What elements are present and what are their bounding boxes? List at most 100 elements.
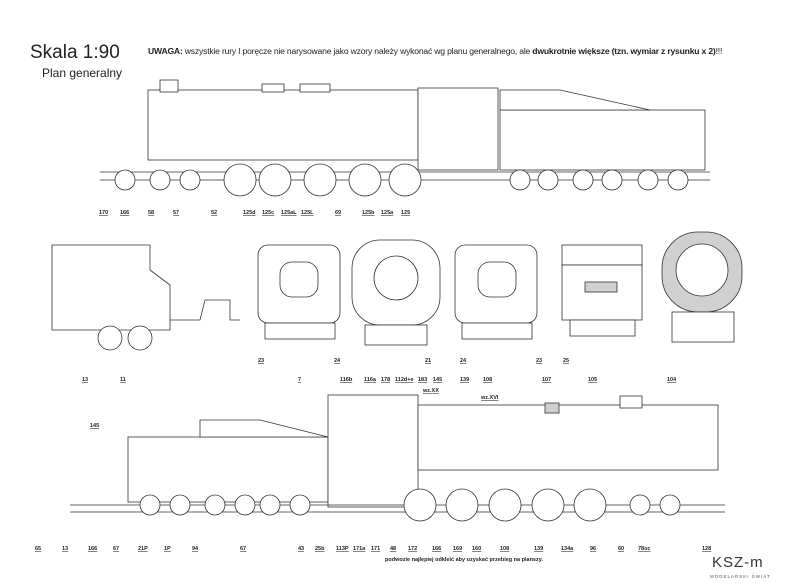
part-label: 125: [401, 210, 410, 216]
part-label: 21P: [138, 546, 148, 552]
part-label: 69: [335, 210, 341, 216]
logo-tagline: MODELARSKI ŚWIAT: [710, 574, 771, 579]
part-label: 172: [408, 546, 417, 552]
part-label: 160: [472, 546, 481, 552]
part-label: 116a: [364, 377, 377, 383]
part-label: 48: [390, 546, 396, 552]
wheel: [629, 494, 651, 516]
part-label: 145: [433, 377, 442, 383]
wheel: [234, 494, 256, 516]
part-label: 113P: [336, 546, 349, 552]
scale-title: Skala 1:90: [30, 42, 120, 63]
logo: KSZ-m: [712, 554, 764, 571]
wheel: [601, 169, 623, 191]
part-label: 58: [148, 210, 154, 216]
part-label: 178: [381, 377, 390, 383]
front-view-2: [351, 239, 441, 346]
part-label: 24: [460, 358, 467, 364]
part-label: 125b: [362, 210, 375, 216]
part-label: 1P: [164, 546, 171, 552]
part-label: 23: [258, 358, 264, 364]
bottom-side-view: [70, 394, 725, 522]
top-side-view: [100, 79, 710, 197]
front-view-1: [257, 244, 341, 340]
plan-subtitle: Plan generalny: [42, 66, 123, 80]
warning-note: UWAGA: wszystkie rury I poręcze nie nary…: [148, 46, 722, 56]
warning-prefix: UWAGA:: [148, 46, 183, 56]
part-label: 170: [99, 210, 108, 216]
wheel: [204, 494, 226, 516]
part-label: 52: [211, 210, 217, 216]
part-label: 78oc: [638, 546, 651, 552]
wheel: [667, 169, 689, 191]
part-label: 43: [298, 546, 304, 552]
warning-text: wszystkie rury I poręcze nie narysowane …: [182, 46, 533, 56]
part-label: 7: [298, 377, 301, 383]
wheel: [488, 488, 522, 522]
part-label: 171a: [353, 546, 366, 552]
part-label: 139: [534, 546, 543, 552]
part-label: 166: [88, 546, 97, 552]
part-label: wz.XX: [422, 388, 439, 394]
wheel: [388, 163, 422, 197]
wheel: [537, 169, 559, 191]
wheel: [303, 163, 337, 197]
part-label: 108: [483, 377, 492, 383]
wheel: [169, 494, 191, 516]
part-label: 112d+e: [395, 377, 414, 383]
part-label: 25: [563, 358, 569, 364]
part-label: 108: [500, 546, 509, 552]
warning-suffix: !!!: [715, 46, 723, 56]
part-label: 11: [120, 377, 126, 383]
wheel: [509, 169, 531, 191]
part-label: 57: [173, 210, 179, 216]
part-label: 125L: [301, 210, 314, 216]
wheel: [114, 169, 136, 191]
part-label: 125a: [381, 210, 394, 216]
front-view-5: [661, 231, 743, 343]
part-label: 105: [588, 377, 597, 383]
part-label: 25b: [315, 546, 325, 552]
wheel: [149, 169, 171, 191]
part-label: 60: [618, 546, 624, 552]
part-label: 128: [702, 546, 711, 552]
wheel: [659, 494, 681, 516]
wheel: [289, 494, 311, 516]
tender-rear-view: [51, 244, 240, 351]
front-view-3: [454, 244, 538, 340]
wheel: [445, 488, 479, 522]
part-label: 125d: [243, 210, 256, 216]
part-label: 107: [542, 377, 551, 383]
part-label: 96: [590, 546, 596, 552]
part-label: 23: [536, 358, 542, 364]
wheel: [573, 488, 607, 522]
part-label: 134a: [561, 546, 574, 552]
part-label: wz.XVI: [480, 395, 499, 401]
part-label: 166: [120, 210, 129, 216]
part-label: 67: [240, 546, 246, 552]
part-label: 171: [371, 546, 380, 552]
wheel: [403, 488, 437, 522]
middle-views: [51, 231, 743, 351]
part-label: 13: [62, 546, 68, 552]
wheel: [258, 163, 292, 197]
chassis-note: podwozie najlepiej odkleić aby uzyskać p…: [385, 557, 543, 563]
part-label: 183: [418, 377, 427, 383]
wheel: [223, 163, 257, 197]
wheel: [531, 488, 565, 522]
wheel: [259, 494, 281, 516]
part-label: 24: [334, 358, 341, 364]
wheel: [139, 494, 161, 516]
part-label: 116b: [340, 377, 353, 383]
part-label: 139: [460, 377, 469, 383]
wheel: [348, 163, 382, 197]
part-label: 125c: [262, 210, 274, 216]
warning-bold: dwukrotnie większe (tzn. wymiar z rysunk…: [532, 46, 716, 56]
part-label: 13: [82, 377, 88, 383]
part-label: 21: [425, 358, 431, 364]
wheel: [179, 169, 201, 191]
wheel: [637, 169, 659, 191]
part-label: 169: [453, 546, 462, 552]
